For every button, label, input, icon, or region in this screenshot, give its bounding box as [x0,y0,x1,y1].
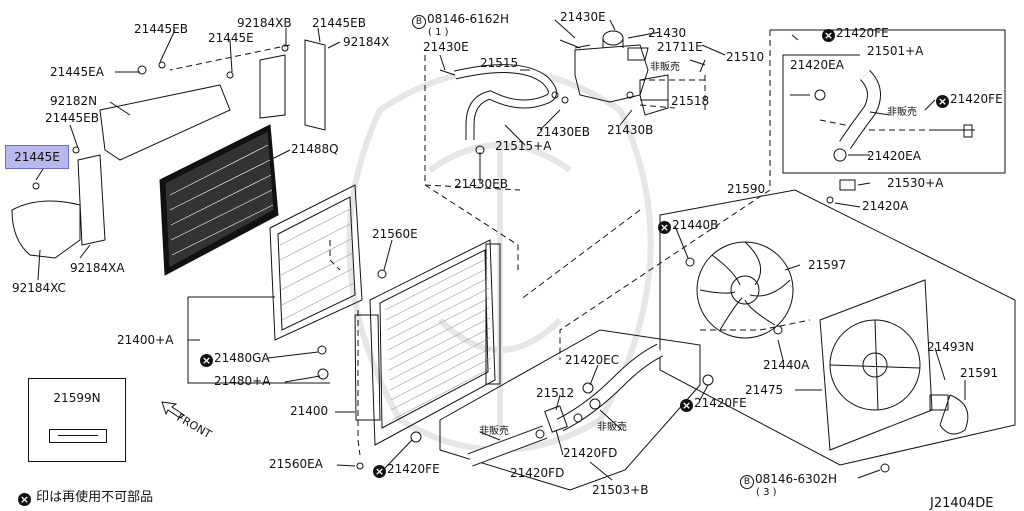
callout-21430E-top[interactable]: 21430E [560,10,606,24]
bracket-92184X [259,39,326,131]
radiator-21400 [354,239,501,446]
non-reusable-icon: × [373,465,386,478]
callout-21503B[interactable]: 21503+B [592,483,649,497]
callout-21445E-top[interactable]: 21445E [208,31,254,45]
callout-21530A[interactable]: 21530+A [887,176,944,190]
callout-21430[interactable]: 21430 [648,26,687,40]
motor-21591 [939,394,969,435]
legend-note: × 印は再使用不可部品 [18,490,154,506]
callout-21430B[interactable]: 21430B [607,123,654,137]
callout-21420EA-b[interactable]: 21420EA [867,149,921,163]
callout-21400A[interactable]: 21400+A [117,333,174,347]
callout-21597[interactable]: 21597 [808,258,847,272]
callout-qty-3: ( 3 ) [756,487,777,498]
non-reusable-icon: × [200,354,213,367]
fan-21597 [696,241,794,339]
callout-qty-1: ( 1 ) [428,27,449,38]
callout-21420FE-right[interactable]: ×21420FE [936,92,1003,108]
callout-21420FD-a[interactable]: 21420FD [563,446,618,460]
callout-not-sold-c: 非販売 [479,426,509,437]
callout-92184XC[interactable]: 92184XC [12,281,66,295]
callout-21445EB-left[interactable]: 21445EB [45,111,99,125]
callout-not-sold-a: 非販売 [650,62,680,73]
bracket-92184XA [77,154,106,246]
callout-21400[interactable]: 21400 [290,404,329,418]
duct-92184XC [11,200,81,259]
legend-part-code[interactable]: 21599N [53,391,101,405]
callout-21445EA[interactable]: 21445EA [50,65,104,79]
callout-21488Q[interactable]: 21488Q [291,142,339,156]
non-reusable-icon: × [680,399,693,412]
box-21503 [439,329,701,491]
callout-21512[interactable]: 21512 [536,386,575,400]
callout-21440A[interactable]: 21440A [763,358,810,372]
callout-92184X[interactable]: 92184X [343,35,390,49]
callout-21475[interactable]: 21475 [745,383,784,397]
bolt-b-icon: B [740,475,754,489]
highlighted-part-21445E[interactable]: 21445E [5,145,69,169]
callout-92182N[interactable]: 92182N [50,94,98,108]
bolt-b-icon: B [412,15,426,29]
callout-92184XA[interactable]: 92184XA [70,261,125,275]
front-arrow-icon [161,401,185,419]
box-21590 [659,189,1016,466]
bracket-92182N [99,84,231,161]
callout-21420FD-b[interactable]: 21420FD [510,466,565,480]
box-21400A [187,296,330,384]
callout-21560E[interactable]: 21560E [372,227,418,241]
callout-not-sold-b: 非販売 [887,107,917,118]
callout-21420EC[interactable]: 21420EC [565,353,620,367]
diagram-code: J21404DE [930,496,994,511]
callout-21493N[interactable]: 21493N [927,340,975,354]
callout-21590[interactable]: 21590 [727,182,766,196]
label-plate-icon [49,429,107,443]
callout-21440B[interactable]: ×21440B [658,218,719,234]
callout-21420FE-bottom[interactable]: ×21420FE [373,462,440,478]
leader-lines [35,19,975,481]
callout-21518[interactable]: 21518 [671,94,710,108]
callout-21591[interactable]: 21591 [960,366,999,380]
box-21501 [770,29,1006,174]
group-outlines [169,30,960,456]
shroud-21475 [819,279,933,451]
callout-21430EB-b[interactable]: 21430EB [454,177,508,191]
callout-21420A[interactable]: 21420A [862,199,909,213]
callout-21445EB-top[interactable]: 21445EB [134,22,188,36]
non-reusable-icon: × [658,221,671,234]
callout-21515A[interactable]: 21515+A [495,139,552,153]
bracket-21518 [639,74,669,116]
callout-21711E[interactable]: 21711E [657,40,703,54]
core-21488Q [159,124,279,276]
callout-21560EA[interactable]: 21560EA [269,457,323,471]
callout-21430E-left[interactable]: 21430E [423,40,469,54]
legend-box: 21599N [28,378,126,462]
callout-21420FE-top[interactable]: ×21420FE [822,26,889,42]
callout-21420EA-a[interactable]: 21420EA [790,58,844,72]
callout-92184XB[interactable]: 92184XB [237,16,292,30]
callout-21510[interactable]: 21510 [726,50,765,64]
callout-21480GA[interactable]: ×21480GA [200,351,270,367]
reservoir-tank [574,30,649,103]
callout-21515[interactable]: 21515 [480,56,519,70]
non-reusable-icon: × [822,29,835,42]
callout-21501A[interactable]: 21501+A [867,44,924,58]
callout-21480A[interactable]: 21480+A [214,374,271,388]
callout-21420FE-lower[interactable]: ×21420FE [680,396,747,412]
callout-21430EB-a[interactable]: 21430EB [536,125,590,139]
callout-21445EB-top2[interactable]: 21445EB [312,16,366,30]
non-reusable-icon: × [936,95,949,108]
condenser-21400A [269,184,363,341]
callout-not-sold-d: 非販売 [597,422,627,433]
non-reusable-icon: × [18,493,31,506]
